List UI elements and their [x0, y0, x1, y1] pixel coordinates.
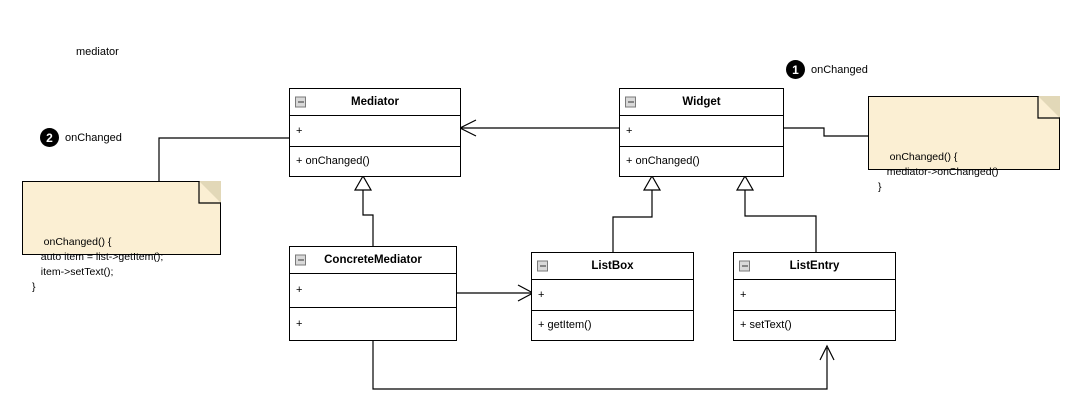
step-number-1: 1 — [786, 60, 805, 79]
generalization-concretemediator-to-mediator — [353, 174, 374, 250]
attribute-list-listentry: + — [740, 288, 747, 301]
class-operations-concretemediator: + — [290, 308, 456, 341]
class-title-bar-concretemediator: ConcreteMediator — [290, 247, 456, 274]
class-name-mediator: Mediator — [351, 96, 399, 108]
note-fold-corner-icon — [1038, 96, 1060, 118]
class-operations-listentry: + setText() — [734, 311, 895, 341]
step-badge-2: 2 onChanged — [40, 128, 122, 147]
class-name-concretemediator: ConcreteMediator — [324, 254, 422, 266]
note-box-mediator: onChanged() { auto item = list->getItem(… — [22, 181, 221, 293]
attribute-list-listbox: + — [538, 288, 545, 301]
step-label-2: onChanged — [65, 131, 122, 144]
class-name-listentry: ListEntry — [789, 260, 840, 272]
operation-list-concretemediator: + — [296, 317, 303, 330]
operation-list-listbox: + getItem() — [538, 319, 592, 332]
class-attributes-widget: + — [620, 116, 783, 147]
association-concretemediator-to-listbox — [456, 284, 535, 302]
operation-list-widget: + onChanged() — [626, 155, 700, 168]
class-operations-mediator: + onChanged() — [290, 147, 460, 177]
operation-list-listentry: + setText() — [740, 319, 792, 332]
attribute-list-concretemediator: + — [296, 284, 303, 297]
class-box-listbox[interactable]: ListBox + + getItem() — [531, 252, 694, 341]
generalization-listbox-to-widget — [612, 174, 662, 253]
generalization-listentry-to-widget — [735, 174, 817, 253]
class-box-listentry[interactable]: ListEntry + + setText() — [733, 252, 896, 341]
note-box-widget: onChanged() { mediator->onChanged() } — [868, 96, 1060, 193]
class-attributes-mediator: + — [290, 116, 460, 147]
class-operations-listbox: + getItem() — [532, 311, 693, 341]
attribute-list-widget: + — [626, 124, 633, 137]
class-name-widget: Widget — [682, 96, 721, 108]
step-number-2: 2 — [40, 128, 59, 147]
association-widget-to-mediator — [458, 119, 619, 137]
class-title-bar-widget: Widget — [620, 89, 783, 116]
note-link-mediator — [158, 137, 290, 182]
package-label-mediator: mediator — [76, 46, 119, 58]
class-title-bar-listbox: ListBox — [532, 253, 693, 280]
operation-list-mediator: + onChanged() — [296, 155, 370, 168]
class-box-widget[interactable]: Widget + + onChanged() — [619, 88, 784, 177]
step-badge-1: 1 onChanged — [786, 60, 868, 79]
collapse-minus-icon[interactable] — [295, 254, 306, 266]
attribute-list-mediator: + — [296, 124, 303, 137]
class-box-concretemediator[interactable]: ConcreteMediator + + — [289, 246, 457, 341]
collapse-minus-icon[interactable] — [537, 260, 548, 272]
note-text-mediator: onChanged() { auto item = list->getItem(… — [32, 235, 164, 294]
collapse-minus-icon[interactable] — [625, 96, 636, 108]
note-text-widget: onChanged() { mediator->onChanged() } — [878, 150, 999, 194]
collapse-minus-icon[interactable] — [295, 96, 306, 108]
class-attributes-listbox: + — [532, 280, 693, 311]
collapse-minus-icon[interactable] — [739, 260, 750, 272]
class-box-mediator[interactable]: Mediator + + onChanged() — [289, 88, 461, 177]
step-label-1: onChanged — [811, 63, 868, 76]
class-attributes-concretemediator: + — [290, 274, 456, 308]
class-attributes-listentry: + — [734, 280, 895, 311]
class-title-bar-mediator: Mediator — [290, 89, 460, 116]
class-name-listbox: ListBox — [591, 260, 634, 272]
note-fold-corner-icon — [199, 181, 221, 203]
note-link-widget — [783, 127, 868, 137]
association-concretemediator-to-listentry — [372, 341, 835, 390]
class-operations-widget: + onChanged() — [620, 147, 783, 177]
class-title-bar-listentry: ListEntry — [734, 253, 895, 280]
